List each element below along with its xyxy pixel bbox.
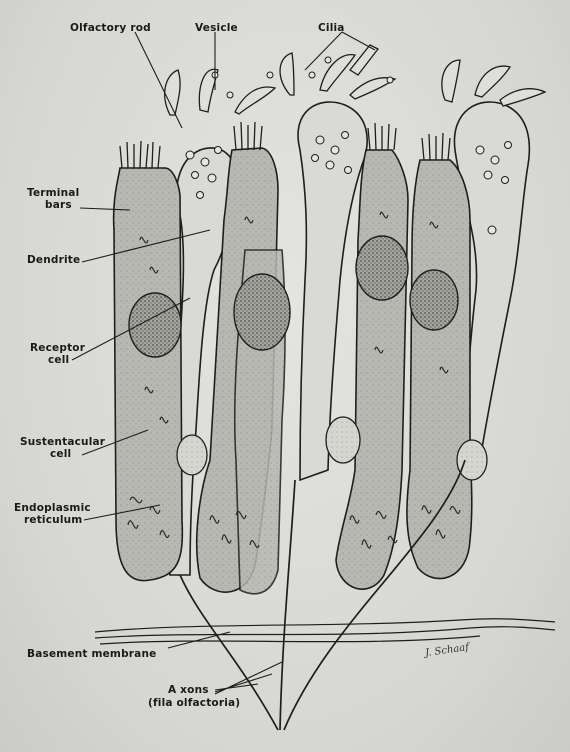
label-terminal-bars-2: bars — [45, 199, 72, 211]
receptor-nucleus-1 — [177, 435, 207, 475]
leader-axons-2 — [215, 674, 272, 692]
label-olfactory-rod: Olfactory rod — [70, 22, 151, 34]
label-basement-membrane: Basement membrane — [27, 648, 156, 660]
label-terminal-bars-1: Terminal — [27, 187, 79, 199]
sustentacular-cell-4 — [407, 160, 472, 579]
label-cilia: Cilia — [318, 22, 345, 34]
microvilli — [120, 122, 450, 168]
nucleus-3 — [356, 236, 408, 300]
label-axons-2: (fila olfactoria) — [148, 697, 240, 709]
label-sustentacular-cell-1: Sustentacular — [20, 436, 105, 448]
receptor-nucleus-3 — [457, 440, 487, 480]
sustentacular-cell-1 — [114, 168, 183, 581]
label-axons-1: A xons — [168, 684, 209, 696]
nucleus-1 — [129, 293, 181, 357]
basement-membrane — [95, 619, 555, 644]
label-receptor-cell-1: Receptor — [30, 342, 85, 354]
leader-axons-3 — [215, 662, 282, 694]
label-endoplasmic-reticulum-2: reticulum — [24, 514, 82, 526]
label-vesicle: Vesicle — [195, 22, 238, 34]
leader-cilia-2 — [342, 32, 375, 50]
receptor-nucleus-2 — [326, 417, 360, 463]
label-receptor-cell-2: cell — [48, 354, 69, 366]
sustentacular-cells — [114, 148, 472, 594]
label-endoplasmic-reticulum-1: Endoplasmic — [14, 502, 91, 514]
nucleus-2 — [234, 274, 290, 350]
label-sustentacular-cell-2: cell — [50, 448, 71, 460]
label-dendrite: Dendrite — [27, 254, 80, 266]
nucleus-4 — [410, 270, 458, 330]
